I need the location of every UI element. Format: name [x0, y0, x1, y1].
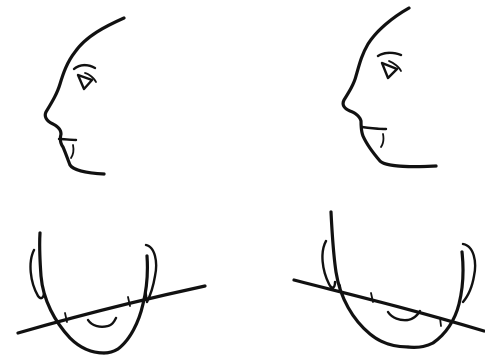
- chin-left-tick-3: [146, 293, 147, 301]
- chin-right-tick-2: [340, 285, 341, 293]
- chin-left-left-jaw: [40, 233, 104, 353]
- profile-right-chin-crease: [381, 134, 383, 147]
- chin-right-left-jaw: [331, 212, 408, 347]
- chin-right-right-ear: [463, 244, 475, 302]
- chin-right: [294, 212, 484, 347]
- chin-left: [18, 233, 205, 353]
- profile-left-eye: [78, 75, 92, 89]
- chin-left-line: [18, 286, 205, 333]
- profile-right: [343, 8, 436, 167]
- profile-right-eye: [382, 63, 397, 78]
- chin-left-chin-tip: [88, 318, 116, 327]
- chin-right-line: [294, 280, 484, 331]
- chin-right-tick-3: [440, 318, 441, 326]
- profile-left: [45, 18, 124, 174]
- profile-right-eyebrow: [378, 53, 401, 56]
- profile-left-outline: [45, 18, 124, 174]
- profile-right-mouth: [362, 127, 386, 129]
- profile-left-eyebrow: [74, 65, 95, 69]
- profile-left-chin-crease: [71, 145, 73, 158]
- chin-right-right-jaw: [408, 252, 463, 347]
- profile-left-mouth: [59, 139, 76, 140]
- profile-right-outline: [343, 8, 436, 167]
